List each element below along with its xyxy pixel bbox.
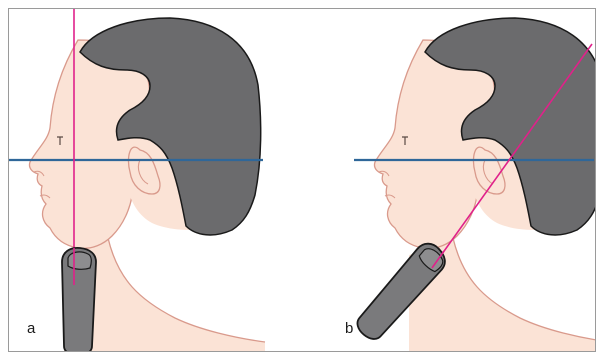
panel-a-detector-device <box>62 248 96 355</box>
panel-b-label: b <box>345 320 353 337</box>
panel-a-label: a <box>27 320 36 337</box>
